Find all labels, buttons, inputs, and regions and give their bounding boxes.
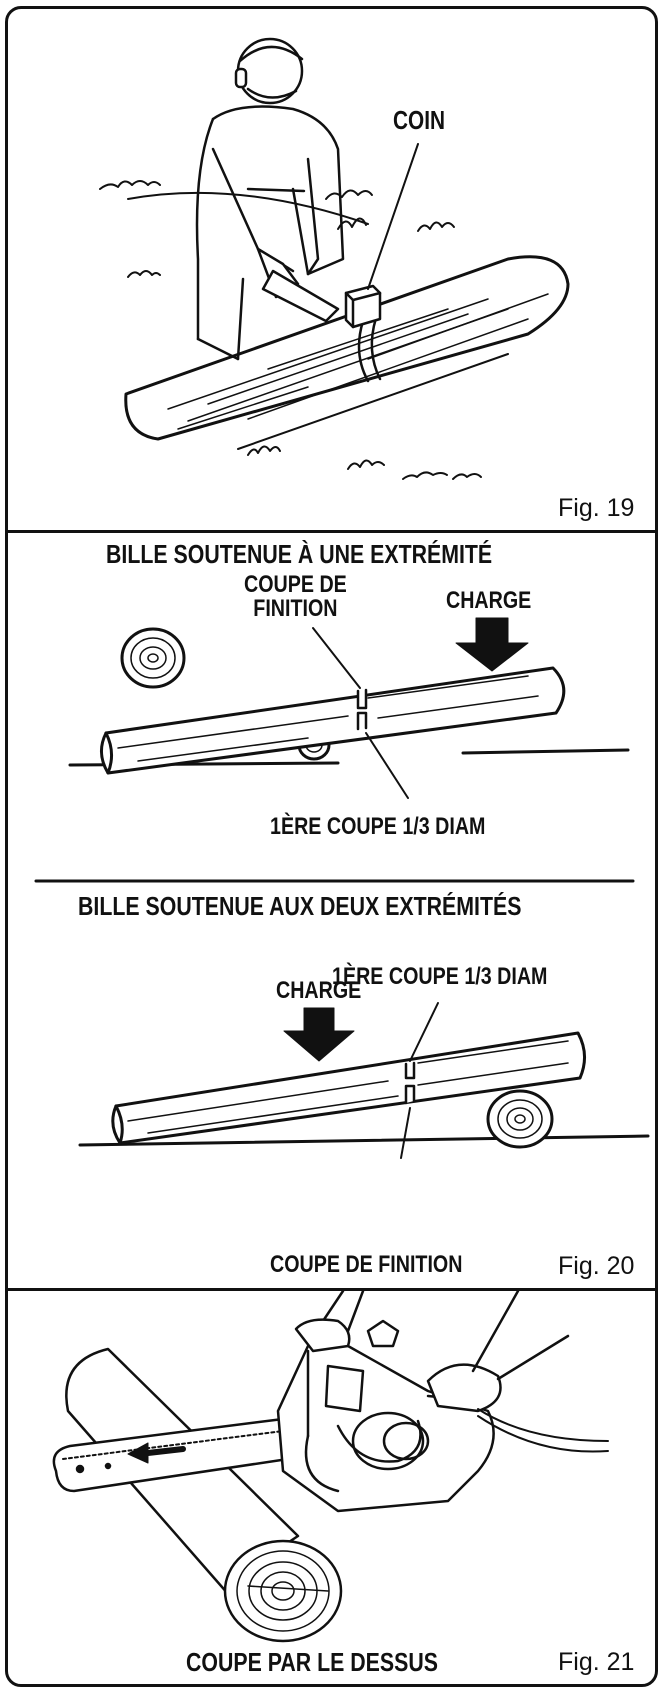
top-log-diagram — [68, 617, 630, 799]
wedge — [344, 284, 382, 329]
panel-divider — [8, 530, 655, 533]
manual-page-frame: COIN Fig. 19 — [5, 6, 658, 1687]
top-first-cut-label: 1ÈRE COUPE 1/3 DIAM — [270, 813, 486, 840]
direction-arrow — [145, 1446, 186, 1456]
figure-21-caption: COUPE PAR LE DESSUS — [186, 1647, 438, 1677]
ground — [78, 1134, 650, 1147]
chainsaw-body — [276, 1319, 495, 1513]
grass-tufts — [99, 180, 482, 480]
worker-wedge-illustration — [99, 37, 570, 480]
horizon-line — [127, 191, 369, 225]
log — [124, 255, 570, 450]
figure-19-panel: COIN Fig. 19 — [8, 9, 655, 530]
wedge-callout-line — [367, 143, 419, 290]
bottom-log-diagram — [78, 1002, 650, 1159]
top-finish-cut-label: COUPE DE FINITION — [244, 571, 347, 622]
ground-right — [461, 748, 630, 755]
figure-20-panel: BILLE SOUTENUE À UNE EXTRÉMITÉ COUPE DE … — [8, 533, 655, 1288]
bottom-finish-cut-label: COUPE DE FINITION — [270, 1251, 463, 1278]
figure-19-label: Fig. 19 — [558, 494, 635, 522]
operator-hands — [294, 1291, 609, 1453]
bottom-diagram-title: BILLE SOUTENUE AUX DEUX EXTRÉMITÉS — [78, 891, 522, 921]
figure-21-label: Fig. 21 — [558, 1648, 635, 1676]
figure-20-label: Fig. 20 — [558, 1252, 635, 1280]
bottom-load-label: CHARGE — [276, 977, 362, 1004]
bottom-first-cut-label: 1ÈRE COUPE 1/3 DIAM — [332, 963, 548, 990]
wedge-label: COIN — [393, 105, 445, 135]
panel-divider — [8, 1288, 655, 1291]
top-diagram-title: BILLE SOUTENUE À UNE EXTRÉMITÉ — [106, 539, 493, 569]
log — [65, 1347, 343, 1643]
log-support-diagrams — [34, 617, 650, 1159]
top-load-label: CHARGE — [446, 587, 532, 614]
figure-21-panel: COUPE PAR LE DESSUS Fig. 21 — [8, 1291, 655, 1684]
worker — [195, 37, 345, 361]
chainsaw-overcut-illustration — [52, 1291, 609, 1643]
